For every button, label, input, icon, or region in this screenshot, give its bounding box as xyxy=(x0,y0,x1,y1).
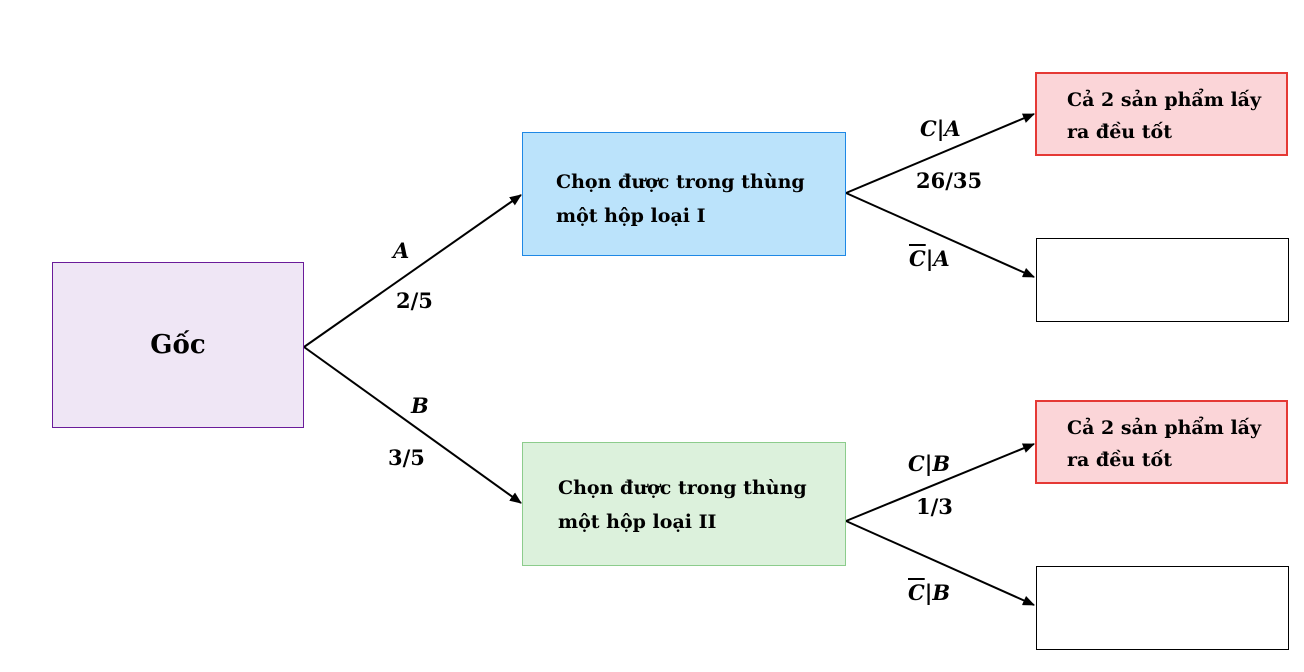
leaf-both-good-a-line2: ra đều tốt xyxy=(1067,121,1172,143)
cbar-b-symbol: C xyxy=(908,580,925,605)
leaf-both-good-b: Cả 2 sản phẩm lấy ra đều tốt xyxy=(1035,400,1288,484)
node-box-type-i: Chọn được trong thùng một hộp loại I xyxy=(522,132,846,256)
edge-prob-c-given-b: 1/3 xyxy=(916,494,953,519)
edge-label-c-given-b: C|B xyxy=(908,451,951,476)
node-box-type-ii: Chọn được trong thùng một hộp loại II xyxy=(522,442,846,566)
cbar-a-condition: |A xyxy=(925,246,950,271)
edge-a-to-c xyxy=(845,113,1035,194)
root-label: Gốc xyxy=(150,330,206,360)
edge-prob-c-given-a: 26/35 xyxy=(916,168,983,193)
node-box-type-ii-line1: Chọn được trong thùng xyxy=(558,477,807,499)
edge-root-to-a xyxy=(303,194,522,348)
edge-prob-a: 2/5 xyxy=(396,288,433,313)
cbar-a-symbol: C xyxy=(909,246,926,271)
node-box-type-ii-line2: một hộp loại II xyxy=(558,511,717,533)
edge-b-to-c xyxy=(845,443,1035,522)
edge-label-cbar-given-b: C|B xyxy=(908,580,950,605)
leaf-both-good-b-line1: Cả 2 sản phẩm lấy xyxy=(1067,417,1262,439)
leaf-empty-b xyxy=(1036,566,1289,650)
edge-b-to-cbar xyxy=(845,520,1035,606)
leaf-both-good-b-line2: ra đều tốt xyxy=(1067,449,1172,471)
edge-label-a: A xyxy=(393,238,410,263)
edge-label-cbar-given-a: C|A xyxy=(909,246,950,271)
node-box-type-i-line1: Chọn được trong thùng xyxy=(556,171,805,193)
edge-label-b: B xyxy=(411,393,429,418)
node-box-type-i-line2: một hộp loại I xyxy=(556,205,706,227)
edge-prob-b: 3/5 xyxy=(388,445,425,470)
edge-a-to-cbar xyxy=(845,192,1035,278)
edge-root-to-b xyxy=(303,346,522,504)
root-node: Gốc xyxy=(52,262,304,428)
edge-label-c-given-a: C|A xyxy=(920,116,961,141)
leaf-empty-a xyxy=(1036,238,1289,322)
cbar-b-condition: |B xyxy=(924,580,951,605)
leaf-both-good-a-line1: Cả 2 sản phẩm lấy xyxy=(1067,89,1262,111)
leaf-both-good-a: Cả 2 sản phẩm lấy ra đều tốt xyxy=(1035,72,1288,156)
